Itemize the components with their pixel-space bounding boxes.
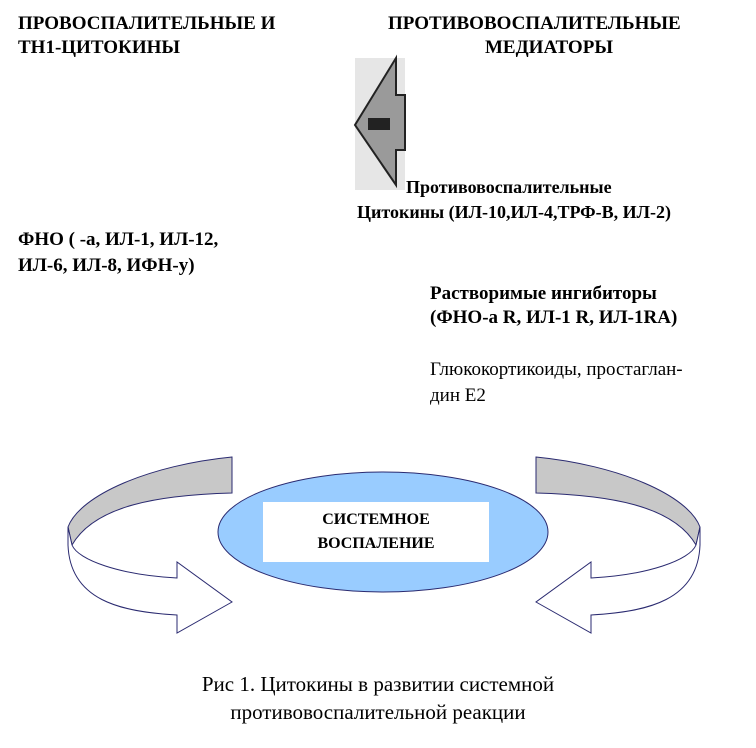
others-1: Глюкокортикоиды, простаглан- bbox=[430, 359, 683, 380]
left-cycle-arrow-icon bbox=[67, 456, 233, 634]
center-label-2: ВОСПАЛЕНИЕ bbox=[317, 535, 435, 552]
pro-list-2: ИЛ-6, ИЛ-8, ИФН-у) bbox=[18, 255, 195, 276]
right-cycle-arrow-icon bbox=[535, 456, 701, 634]
caption-2: противовоспалительной реакции bbox=[230, 700, 526, 724]
inhibition-arrow-icon bbox=[353, 54, 406, 190]
right-heading-2: МЕДИАТОРЫ bbox=[485, 37, 613, 58]
inhibitors-1: Растворимые ингибиторы bbox=[430, 283, 657, 304]
caption-1: Рис 1. Цитокины в развитии системной bbox=[201, 672, 555, 696]
anti-cytokines-1: Противовоспалительные bbox=[406, 177, 612, 197]
pro-list-1: ФНО ( -а, ИЛ-1, ИЛ-12, bbox=[18, 229, 219, 250]
left-heading-1: ПРОВОСПАЛИТЕЛЬНЫЕ И bbox=[18, 13, 276, 34]
others-2: дин Е2 bbox=[430, 385, 486, 406]
left-heading-2: ТН1-ЦИТОКИНЫ bbox=[18, 37, 181, 58]
center-label-1: СИСТЕМНОЕ bbox=[322, 511, 430, 528]
anti-cytokines-2: Цитокины (ИЛ-10,ИЛ-4,ТРФ-В, ИЛ-2) bbox=[357, 202, 672, 222]
inhibitors-2: (ФНО-а R, ИЛ-1 R, ИЛ-1RA) bbox=[430, 307, 678, 328]
right-heading-1: ПРОТИВОВОСПАЛИТЕЛЬНЫЕ bbox=[388, 13, 681, 34]
